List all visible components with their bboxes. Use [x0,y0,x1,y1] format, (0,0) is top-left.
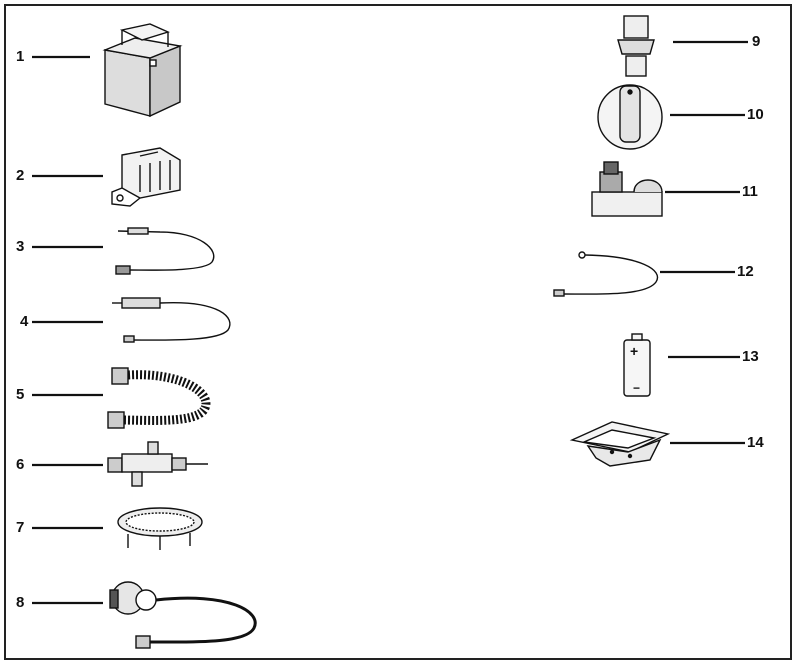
part-number-4: 4 [20,313,29,330]
part-number-7: 7 [16,519,25,536]
part-number-8: 8 [16,594,25,611]
part-number-13: 13 [742,348,759,365]
burner-ring-icon [117,507,203,550]
control-knob-icon [597,84,663,150]
part-number-10: 10 [747,106,764,123]
part-number-1: 1 [16,48,25,65]
ground-wire-icon [553,251,659,297]
diagram-frame [4,4,792,660]
part-number-12: 12 [737,263,754,280]
part-number-6: 6 [16,456,25,473]
leader-lines [32,40,748,605]
push-ignitor-icon [591,161,663,217]
battery-icon [623,333,651,397]
battery-plus-label: + [630,343,638,359]
part-number-3: 3 [16,238,25,255]
gas-valve-icon [107,441,208,487]
regulator-hose-icon [109,581,257,649]
part-number-14: 14 [747,434,764,451]
part-number-9: 9 [752,33,761,50]
part-number-2: 2 [16,167,25,184]
flex-hose-icon [107,367,211,429]
thermocouple-wire-icon [115,227,215,275]
burner-bracket-icon [111,147,181,207]
fire-pit-enclosure-icon [102,23,183,118]
fitting-connector-icon [617,15,655,77]
ignitor-electrode-icon [112,297,231,343]
tray-icon [569,421,671,467]
part-number-11: 11 [742,183,758,200]
battery-minus-label: − [633,381,640,395]
part-number-5: 5 [16,386,25,403]
